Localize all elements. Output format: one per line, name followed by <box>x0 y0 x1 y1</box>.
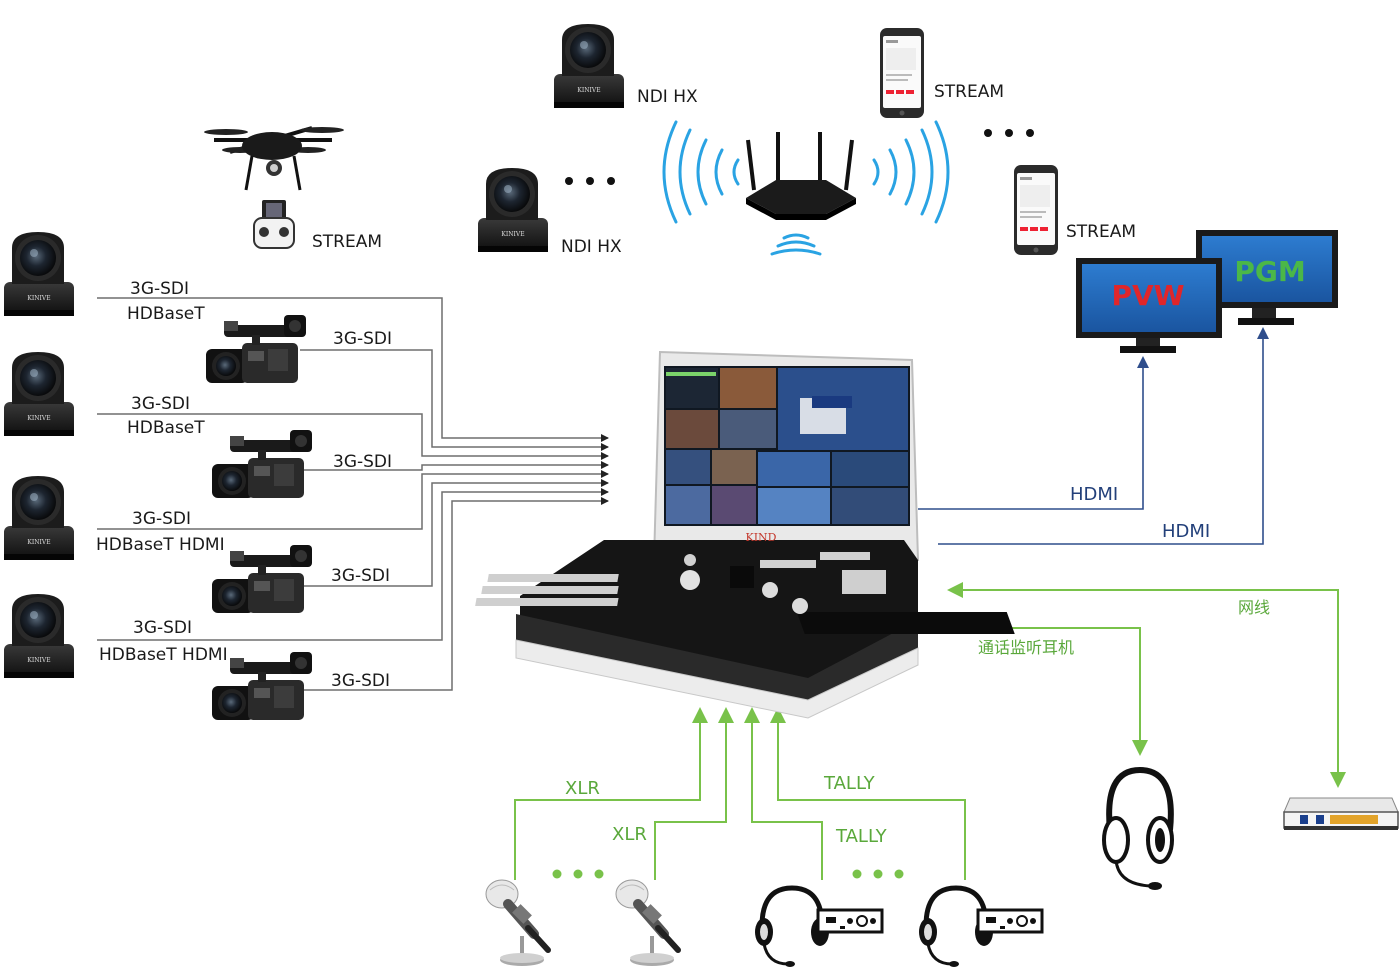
hdmi-pvw-label: HDMI <box>1070 484 1118 505</box>
phone-top-stream-label: STREAM <box>934 82 1004 102</box>
ptz1-sdi-label: 3G-SDI <box>130 279 189 299</box>
monitor-icon: PVW <box>1076 258 1222 353</box>
network-cable-label: 网线 <box>1238 598 1270 617</box>
phone-right-stream-label: STREAM <box>1066 222 1136 242</box>
sdi-wiring <box>97 297 609 691</box>
pgm-label: PGM <box>1234 255 1305 288</box>
microphone-icon <box>616 880 678 966</box>
headset-icon <box>1102 766 1174 890</box>
ptz-camera-icon <box>554 24 624 108</box>
ptz-camera-icon <box>4 476 74 560</box>
tally1-label: TALLY <box>823 773 876 794</box>
ptz3-sdi-label: 3G-SDI <box>132 509 191 529</box>
cam2-sdi-label: 3G-SDI <box>333 452 392 472</box>
hdmi-pgm-label: HDMI <box>1162 521 1210 542</box>
ptz3-hdbaset-label: HDBaseT HDMI <box>96 535 225 555</box>
ptz-camera-icon <box>4 352 74 436</box>
ptz4-sdi-label: 3G-SDI <box>133 618 192 638</box>
smartphone-icon <box>880 28 924 118</box>
drone-icon <box>204 126 344 191</box>
cam3-sdi-label: 3G-SDI <box>331 566 390 586</box>
multiview-screen <box>666 368 908 524</box>
aux-wiring <box>514 582 1346 880</box>
intercom-headset-label: 通话监听耳机 <box>978 638 1074 657</box>
network-switch-icon <box>1283 797 1399 830</box>
ptz-camera-icon <box>4 232 74 316</box>
ellipsis-dots <box>984 129 1034 137</box>
ellipsis-dots <box>552 869 904 879</box>
ellipsis-dots <box>565 177 615 185</box>
smartphone-icon <box>1014 165 1058 255</box>
ptz2-sdi-label: 3G-SDI <box>131 394 190 414</box>
tally-box-icon <box>816 908 884 934</box>
ptz1-hdbaset-label: HDBaseT <box>127 304 205 324</box>
ptz-camera-icon <box>4 594 74 678</box>
drone-stream-label: STREAM <box>312 232 382 252</box>
pvw-label: PVW <box>1111 279 1184 312</box>
xlr1-label: XLR <box>565 778 600 799</box>
hdmi-wiring <box>918 327 1269 545</box>
tally2-label: TALLY <box>835 826 888 847</box>
drone-remote-icon <box>253 200 295 249</box>
ndi-top-label: NDI HX <box>637 87 698 107</box>
camcorder-icon <box>206 315 306 383</box>
xlr2-label: XLR <box>612 824 647 845</box>
video-switcher-icon: KIND <box>475 350 1015 719</box>
router-icon <box>746 132 856 220</box>
camcorder-icon <box>212 430 312 498</box>
ptz2-hdbaset-label: HDBaseT <box>127 418 205 438</box>
ptz4-hdbaset-label: HDBaseT HDMI <box>99 645 228 665</box>
wifi-waves <box>662 120 950 256</box>
ndi-mid-label: NDI HX <box>561 237 622 257</box>
camcorder-icon <box>212 545 312 613</box>
microphone-icon <box>486 880 548 966</box>
ptz-camera-icon <box>478 168 548 252</box>
cam4-sdi-label: 3G-SDI <box>331 671 390 691</box>
cam1-sdi-label: 3G-SDI <box>333 329 392 349</box>
tally-box-icon <box>976 908 1044 934</box>
switcher-brand: KIND <box>745 531 776 544</box>
